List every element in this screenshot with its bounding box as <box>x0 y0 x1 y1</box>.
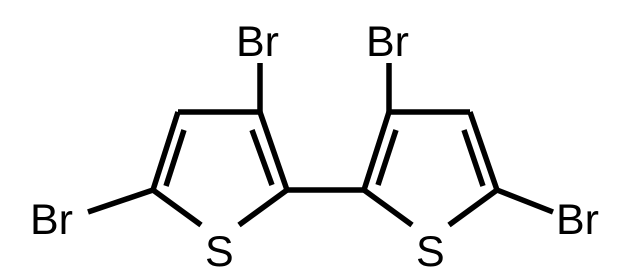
bond-s-c2-left <box>237 187 289 228</box>
bond-c2-c3-left-inner <box>249 129 275 186</box>
bond-c4-c5-left <box>150 111 181 191</box>
bond-c5-br-left <box>87 187 154 215</box>
bond-c2-c3-right-inner <box>375 129 399 186</box>
bond-s-c2-right <box>362 187 414 228</box>
bond-c2-c3-left <box>257 111 290 191</box>
bond-c2-c3-right <box>361 111 392 191</box>
atom-br-top-left: Br <box>236 18 279 66</box>
atom-s-left: S <box>205 228 234 275</box>
atom-br-left: Br <box>30 196 73 244</box>
bond-c5-s-left <box>151 187 203 228</box>
left-thiophene-ring <box>87 63 290 228</box>
atom-s-right: S <box>416 228 445 275</box>
atom-br-top-right: Br <box>366 18 409 66</box>
right-thiophene-ring <box>361 63 555 228</box>
bond-c5-br-right <box>495 187 555 215</box>
atom-br-right: Br <box>556 196 599 244</box>
bond-c4-c5-right <box>467 111 500 191</box>
bond-c4-c5-left-inner <box>163 129 187 187</box>
bond-c5-s-right <box>447 187 499 228</box>
bond-c4-c5-right-inner <box>461 129 486 187</box>
